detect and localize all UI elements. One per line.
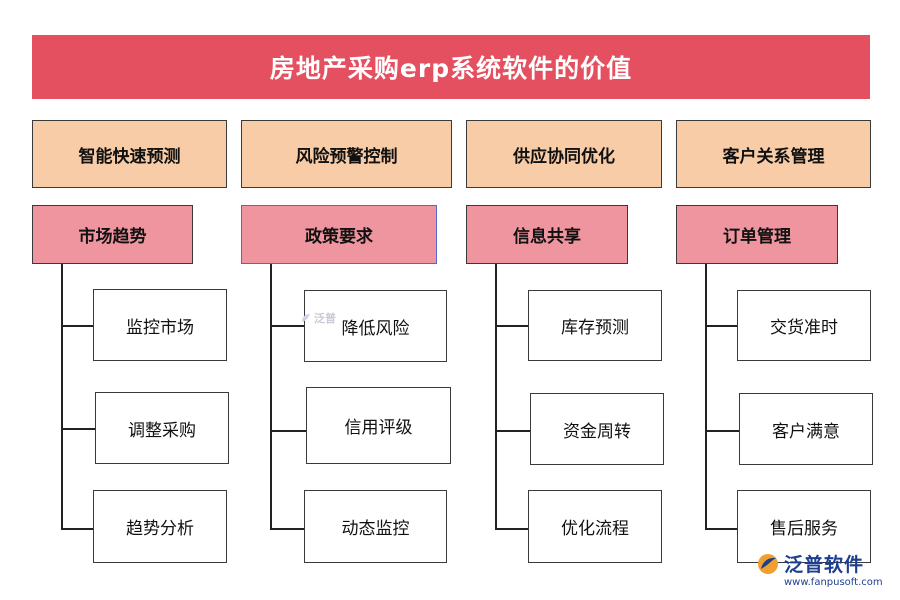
category-box-3: 供应协同优化 bbox=[466, 120, 662, 188]
ghost-watermark-text: 泛普 bbox=[314, 312, 336, 325]
connector-trunk-1 bbox=[61, 264, 63, 530]
leaf-box-1-2: 调整采购 bbox=[95, 392, 229, 464]
leaf-box-3-3: 优化流程 bbox=[528, 490, 662, 563]
connector-branch-4-3 bbox=[705, 528, 737, 530]
brand-url: www.fanpusoft.com bbox=[784, 577, 883, 588]
connector-branch-3-1 bbox=[495, 325, 528, 327]
subcategory-box-2: 政策要求 bbox=[241, 205, 437, 264]
leaf-box-4-1: 交货准时 bbox=[737, 290, 871, 361]
connector-trunk-3 bbox=[495, 264, 497, 530]
diagram-title: 房地产采购erp系统软件的价值 bbox=[32, 35, 870, 99]
connector-branch-2-2 bbox=[270, 430, 306, 432]
connector-branch-2-1 bbox=[270, 325, 304, 327]
connector-branch-4-1 bbox=[705, 325, 737, 327]
leaf-box-3-1: 库存预测 bbox=[528, 290, 662, 361]
subcategory-box-3: 信息共享 bbox=[466, 205, 628, 264]
category-box-2: 风险预警控制 bbox=[241, 120, 452, 188]
category-box-1: 智能快速预测 bbox=[32, 120, 227, 188]
connector-branch-3-3 bbox=[495, 528, 528, 530]
connector-trunk-2 bbox=[270, 264, 272, 530]
category-box-4: 客户关系管理 bbox=[676, 120, 871, 188]
connector-trunk-4 bbox=[705, 264, 707, 530]
connector-branch-2-3 bbox=[270, 528, 304, 530]
subcategory-box-4: 订单管理 bbox=[676, 205, 838, 264]
connector-branch-1-3 bbox=[61, 528, 93, 530]
leaf-box-4-3: 售后服务 bbox=[737, 490, 871, 563]
connector-branch-1-1 bbox=[61, 325, 93, 327]
connector-branch-3-2 bbox=[495, 430, 530, 432]
leaf-box-1-1: 监控市场 bbox=[93, 289, 227, 361]
brand-watermark: 泛普软件 www.fanpusoft.com bbox=[756, 550, 896, 596]
subcategory-box-1: 市场趋势 bbox=[32, 205, 193, 264]
leaf-box-2-1: 降低风险 bbox=[304, 290, 447, 362]
brand-name: 泛普软件 bbox=[784, 554, 865, 576]
connector-branch-4-2 bbox=[705, 430, 739, 432]
connector-branch-1-2 bbox=[61, 428, 95, 430]
leaf-box-3-2: 资金周转 bbox=[530, 393, 664, 465]
watermark-mark-icon bbox=[302, 314, 310, 322]
leaf-box-4-2: 客户满意 bbox=[739, 393, 873, 465]
leaf-box-2-3: 动态监控 bbox=[304, 490, 447, 563]
leaf-box-2-2: 信用评级 bbox=[306, 387, 451, 464]
ghost-watermark: 泛普 bbox=[300, 310, 336, 326]
leaf-box-1-3: 趋势分析 bbox=[93, 490, 227, 563]
brand-logo-icon bbox=[758, 553, 778, 574]
